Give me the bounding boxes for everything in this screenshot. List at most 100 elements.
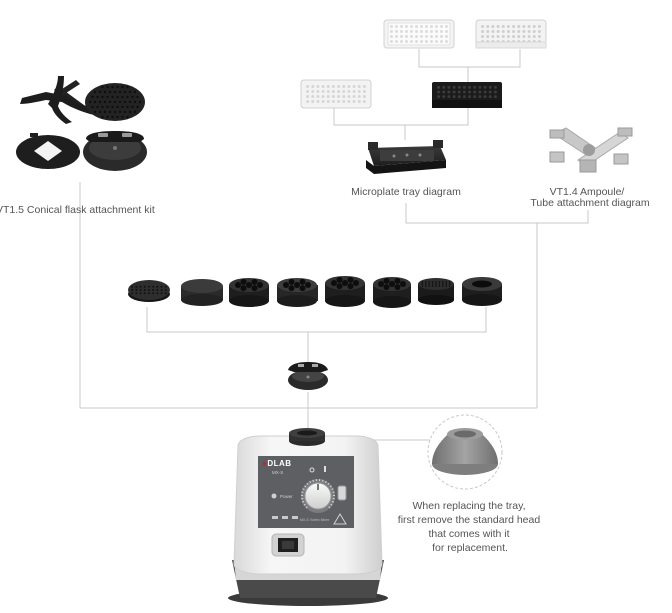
decorative-dot — [131, 289, 134, 291]
decorative-dot — [299, 278, 306, 285]
decorative-dot — [128, 100, 132, 104]
decorative-dot — [101, 105, 104, 109]
power-label: Power — [280, 494, 293, 499]
decorative-dot — [527, 35, 531, 38]
decorative-dot — [517, 35, 521, 38]
decorative-dot — [420, 40, 423, 43]
knob-tick — [304, 485, 307, 488]
attachment-discs-row — [128, 276, 502, 308]
disc-holes-2 — [277, 278, 318, 307]
decorative-dot — [442, 283, 444, 285]
decorative-dot — [435, 285, 437, 287]
knob-tick — [305, 506, 308, 509]
note-line-1: When replacing the tray, — [412, 500, 526, 512]
decorative-dot — [440, 30, 443, 33]
knob-tick — [331, 501, 334, 503]
decorative-dot — [491, 35, 495, 38]
decorative-dot — [121, 95, 124, 99]
decorative-dot — [357, 100, 361, 103]
decorative-dot — [121, 105, 124, 109]
decorative-dot — [123, 90, 127, 94]
decorative-dot — [425, 25, 428, 28]
decorative-dot — [123, 100, 127, 104]
decorative-dot — [488, 95, 492, 99]
decorative-dot — [133, 110, 137, 114]
decorative-dot — [326, 90, 330, 93]
decorative-dot — [445, 35, 448, 38]
decorative-dot — [331, 280, 337, 286]
decorative-dot — [405, 25, 408, 28]
decorative-dot — [294, 282, 300, 288]
decorative-dot — [164, 285, 167, 288]
decorative-dot — [378, 281, 384, 287]
decorative-dot — [131, 95, 134, 99]
decorative-dot — [415, 30, 418, 33]
decorative-dot — [126, 85, 129, 89]
decorative-dot — [410, 40, 413, 43]
decorative-dot — [506, 35, 510, 38]
decorative-dot — [395, 35, 398, 38]
decorative-dot — [457, 95, 461, 99]
decorative-dot — [116, 115, 119, 119]
decorative-dot — [91, 105, 94, 109]
decorative-dot — [160, 289, 163, 291]
decorative-dot — [116, 105, 119, 109]
decorative-dot — [493, 85, 497, 89]
decorative-dot — [342, 90, 346, 93]
decorative-dot — [438, 285, 441, 287]
decorative-dot — [156, 285, 159, 288]
decorative-dot — [148, 292, 150, 295]
decorative-dot — [496, 35, 500, 38]
label-conical-kit: VT1.5 Conical flask attachment kit — [0, 204, 155, 216]
decorative-dot — [128, 90, 132, 94]
decorative-dot — [362, 85, 366, 88]
decorative-dot — [357, 95, 361, 98]
conical-kit-flat-plate — [16, 133, 80, 169]
knob-tick — [312, 479, 314, 482]
decorative-dot — [431, 285, 434, 287]
decorative-dot — [420, 35, 423, 38]
decorative-dot — [438, 283, 441, 285]
decorative-dot — [517, 25, 521, 28]
decorative-dot — [435, 35, 438, 38]
decorative-dot — [462, 85, 466, 89]
decorative-dot — [506, 30, 510, 33]
microplate-clear-top-right — [475, 19, 547, 49]
decorative-dot — [136, 95, 139, 99]
decorative-dot — [522, 35, 526, 38]
decorative-dot — [527, 30, 531, 33]
decorative-dot — [435, 281, 437, 283]
decorative-dot — [138, 100, 142, 104]
decorative-dot — [462, 90, 466, 94]
decorative-dot — [400, 35, 403, 38]
decorative-dot — [96, 105, 99, 109]
decorative-dot — [440, 25, 443, 28]
decorative-dot — [352, 100, 356, 103]
decorative-dot — [164, 289, 167, 291]
model-text: MX-S Vortex Mixer — [300, 518, 330, 522]
decorative-dot — [468, 90, 472, 94]
decorative-dot — [442, 281, 444, 283]
decorative-dot — [331, 100, 335, 103]
decorative-dot — [113, 100, 117, 104]
decorative-dot — [445, 281, 448, 283]
decorative-dot — [425, 40, 428, 43]
decorative-dot — [111, 85, 114, 89]
knob-tick — [302, 501, 305, 503]
decorative-dot — [532, 25, 536, 28]
decorative-dot — [440, 40, 443, 43]
decorative-dot — [405, 35, 408, 38]
knob-tick — [329, 485, 332, 488]
decorative-dot — [326, 100, 330, 103]
ampoule-tube-attachment — [549, 127, 633, 173]
decorative-dot — [420, 25, 423, 28]
decorative-dot — [126, 115, 129, 119]
decorative-dot — [527, 25, 531, 28]
knob-tick — [322, 479, 324, 482]
decorative-dot — [457, 85, 461, 89]
decorative-dot — [486, 30, 490, 33]
decorative-dot — [442, 85, 446, 89]
decorative-dot — [522, 25, 526, 28]
